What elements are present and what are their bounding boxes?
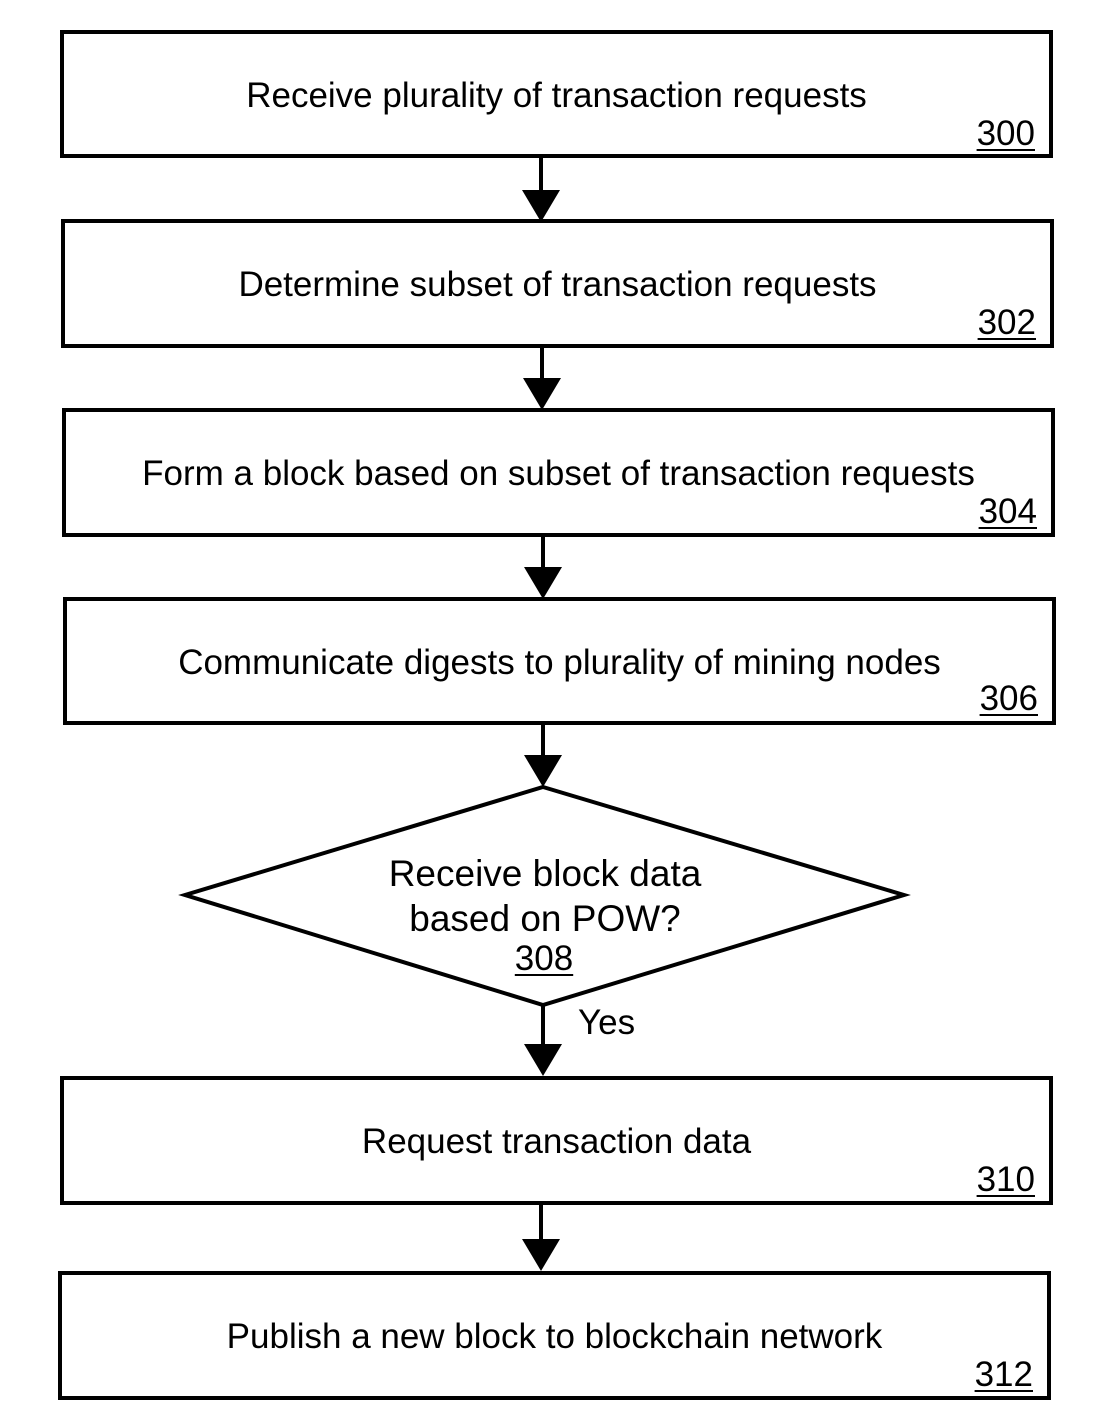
arrow-300-302: [522, 157, 560, 222]
step-label: Determine subset of transaction requests: [65, 265, 1050, 305]
decision-text-line1: Receive block data: [340, 852, 750, 896]
arrow-308-310: [524, 1005, 562, 1076]
step-ref-number: 310: [977, 1162, 1035, 1198]
step-ref-number: 300: [977, 116, 1035, 152]
step-ref-number: 302: [978, 305, 1036, 341]
step-ref-number: 306: [980, 681, 1038, 717]
arrow-304-306: [524, 536, 562, 599]
step-label: Form a block based on subset of transact…: [66, 454, 1051, 494]
step-box-304: Form a block based on subset of transact…: [62, 408, 1055, 537]
step-label: Receive plurality of transaction request…: [64, 76, 1049, 116]
step-label: Communicate digests to plurality of mini…: [67, 643, 1052, 683]
step-box-302: Determine subset of transaction requests…: [61, 219, 1054, 348]
yes-branch-label: Yes: [578, 1003, 635, 1043]
step-box-312: Publish a new block to blockchain networ…: [58, 1271, 1051, 1400]
arrow-306-308: [524, 724, 562, 787]
decision-text-line2: based on POW?: [340, 897, 750, 941]
decision-ref-number: 308: [484, 941, 604, 977]
step-ref-number: 304: [979, 494, 1037, 530]
step-ref-number: 312: [975, 1357, 1033, 1393]
step-label: Publish a new block to blockchain networ…: [62, 1317, 1047, 1357]
step-box-310: Request transaction data 310: [60, 1076, 1053, 1205]
step-box-300: Receive plurality of transaction request…: [60, 30, 1053, 158]
step-label: Request transaction data: [64, 1122, 1049, 1162]
arrow-302-304: [523, 347, 561, 410]
step-box-306: Communicate digests to plurality of mini…: [63, 597, 1056, 725]
arrow-310-312: [522, 1204, 560, 1271]
